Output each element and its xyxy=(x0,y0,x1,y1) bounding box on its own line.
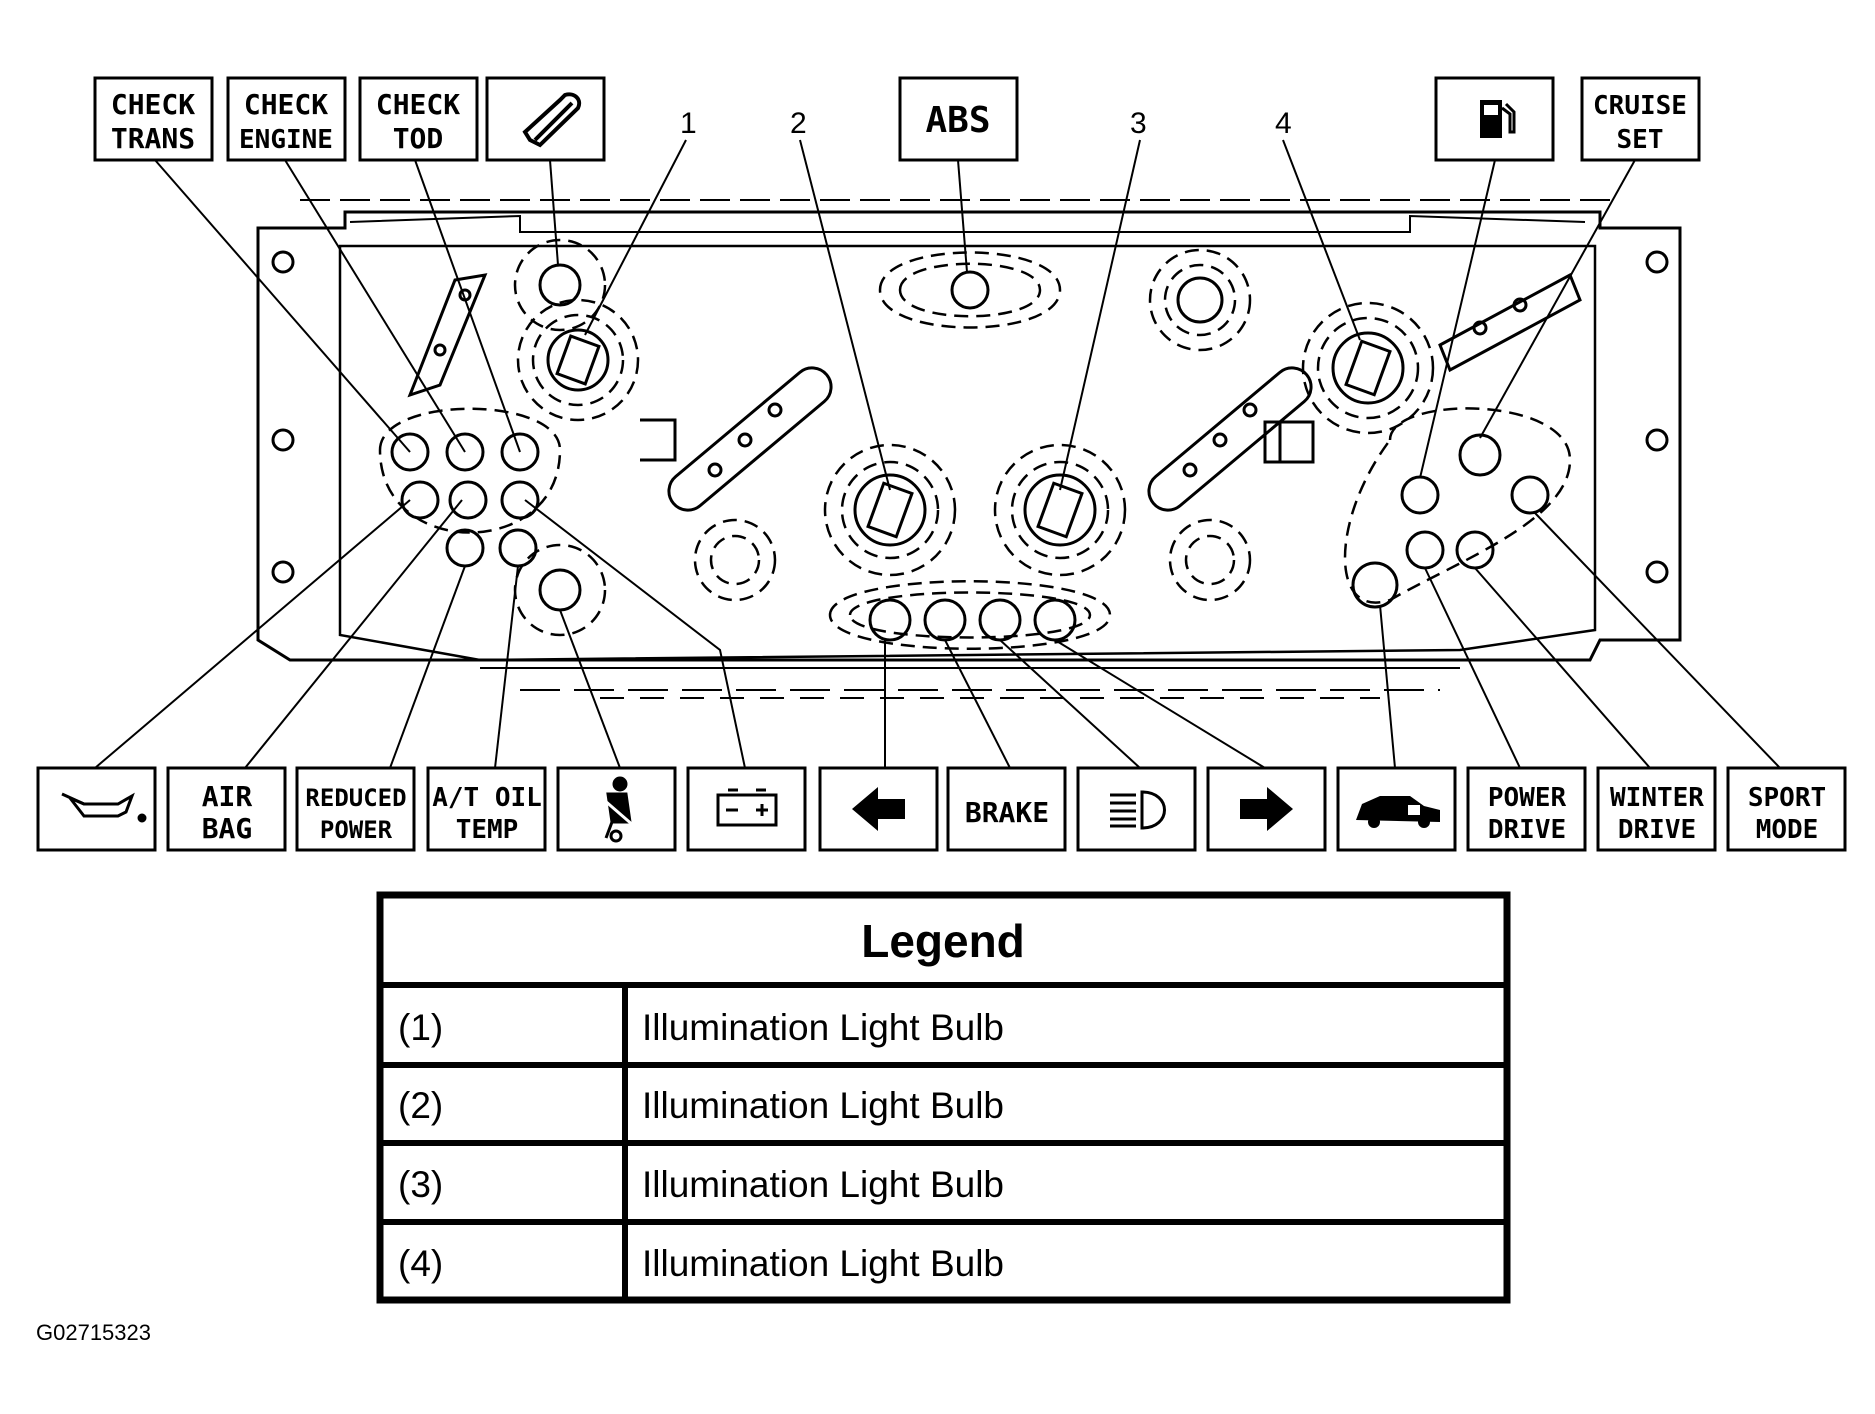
callout-3: 3 xyxy=(1130,107,1147,140)
legend-value-4: Illumination Light Bulb xyxy=(642,1243,1004,1284)
right-arrow-icon xyxy=(1240,787,1293,831)
check-trans-line2: TRANS xyxy=(111,122,195,155)
check-tod-line1: CHECK xyxy=(376,88,460,121)
bottom-indicator-winter-drive: WINTER DRIVE xyxy=(1596,766,1717,852)
legend-value-1: Illumination Light Bulb xyxy=(642,1007,1004,1048)
bottom-indicator-oil xyxy=(36,766,157,852)
reduced-power-line2: POWER xyxy=(320,816,393,844)
figure-id: G02715323 xyxy=(36,1320,151,1345)
bottom-indicator-brake: BRAKE xyxy=(946,766,1067,852)
reduced-power-line1: REDUCED xyxy=(305,784,406,812)
abs-label: ABS xyxy=(925,100,990,141)
bottom-indicator-security xyxy=(1336,766,1457,852)
winter-drive-line2: DRIVE xyxy=(1618,815,1696,845)
bottom-indicator-sport-mode: SPORT MODE xyxy=(1726,766,1847,852)
sport-mode-line1: SPORT xyxy=(1748,783,1826,813)
bottom-indicator-battery xyxy=(686,766,807,852)
callout-1: 1 xyxy=(680,107,697,140)
oil-can-icon xyxy=(61,792,147,823)
bottom-indicator-power-drive: POWER DRIVE xyxy=(1466,766,1587,852)
legend-key-4: (4) xyxy=(398,1243,443,1284)
mounting-holes xyxy=(271,250,1669,584)
callout-2: 2 xyxy=(790,107,807,140)
legend-key-3: (3) xyxy=(398,1164,443,1205)
high-beam-icon xyxy=(1110,790,1166,830)
cruise-set-line2: SET xyxy=(1617,125,1664,155)
top-indicator-check-tod: CHECK TOD xyxy=(358,76,479,162)
battery-icon xyxy=(716,788,778,827)
legend-title: Legend xyxy=(861,915,1025,967)
top-indicator-abs: ABS xyxy=(898,76,1019,162)
winter-drive-line1: WINTER xyxy=(1610,783,1704,813)
legend-key-1: (1) xyxy=(398,1007,443,1048)
legend-value-3: Illumination Light Bulb xyxy=(642,1164,1004,1205)
cruise-set-line1: CRUISE xyxy=(1593,91,1687,121)
check-trans-line1: CHECK xyxy=(111,88,195,121)
seatbelt-icon xyxy=(603,776,635,843)
bulbs xyxy=(390,263,1550,642)
bottom-indicator-air-bag: AIR BAG xyxy=(166,766,287,852)
check-engine-line1: CHECK xyxy=(244,88,328,121)
power-drive-line2: DRIVE xyxy=(1488,815,1566,845)
air-bag-line2: BAG xyxy=(202,812,253,845)
air-bag-line1: AIR xyxy=(202,780,253,813)
wrench-icon xyxy=(522,92,582,148)
top-indicator-check-trans: CHECK TRANS xyxy=(93,76,214,162)
bottom-indicator-turn-right xyxy=(1206,766,1327,852)
security-car-icon xyxy=(1356,796,1440,828)
check-engine-line2: ENGINE xyxy=(239,125,333,155)
bottom-indicator-high-beam xyxy=(1076,766,1197,852)
brake-label: BRAKE xyxy=(965,796,1049,829)
cluster-housing xyxy=(256,199,1682,699)
bottom-indicator-at-oil-temp: A/T OIL TEMP xyxy=(426,766,547,852)
left-arrow-icon xyxy=(852,787,905,831)
bottom-indicator-seatbelt xyxy=(556,766,677,852)
bottom-indicator-reduced-power: REDUCED POWER xyxy=(295,766,416,852)
callout-numbers: 1 2 3 4 xyxy=(680,107,1292,140)
legend-key-2: (2) xyxy=(398,1085,443,1126)
at-oil-temp-line2: TEMP xyxy=(456,815,519,845)
bottom-indicator-turn-left xyxy=(818,766,939,852)
top-indicator-cruise-set: CRUISE SET xyxy=(1580,76,1701,162)
top-indicator-check-engine: CHECK ENGINE xyxy=(226,76,347,162)
legend-value-2: Illumination Light Bulb xyxy=(642,1085,1004,1126)
check-tod-line2: TOD xyxy=(393,122,444,155)
leader-lines xyxy=(94,139,1781,769)
top-indicator-fuel xyxy=(1434,76,1555,162)
legend-table: Legend (1) Illumination Light Bulb (2) I… xyxy=(376,891,1511,1304)
at-oil-temp-line1: A/T OIL xyxy=(432,783,542,813)
sport-mode-line2: MODE xyxy=(1756,815,1819,845)
callout-4: 4 xyxy=(1275,107,1292,140)
fuel-pump-icon xyxy=(1480,100,1516,138)
brackets xyxy=(407,272,1582,512)
power-drive-line1: POWER xyxy=(1488,783,1567,813)
socket-rings xyxy=(378,238,1572,650)
top-indicator-wrench xyxy=(485,76,606,162)
